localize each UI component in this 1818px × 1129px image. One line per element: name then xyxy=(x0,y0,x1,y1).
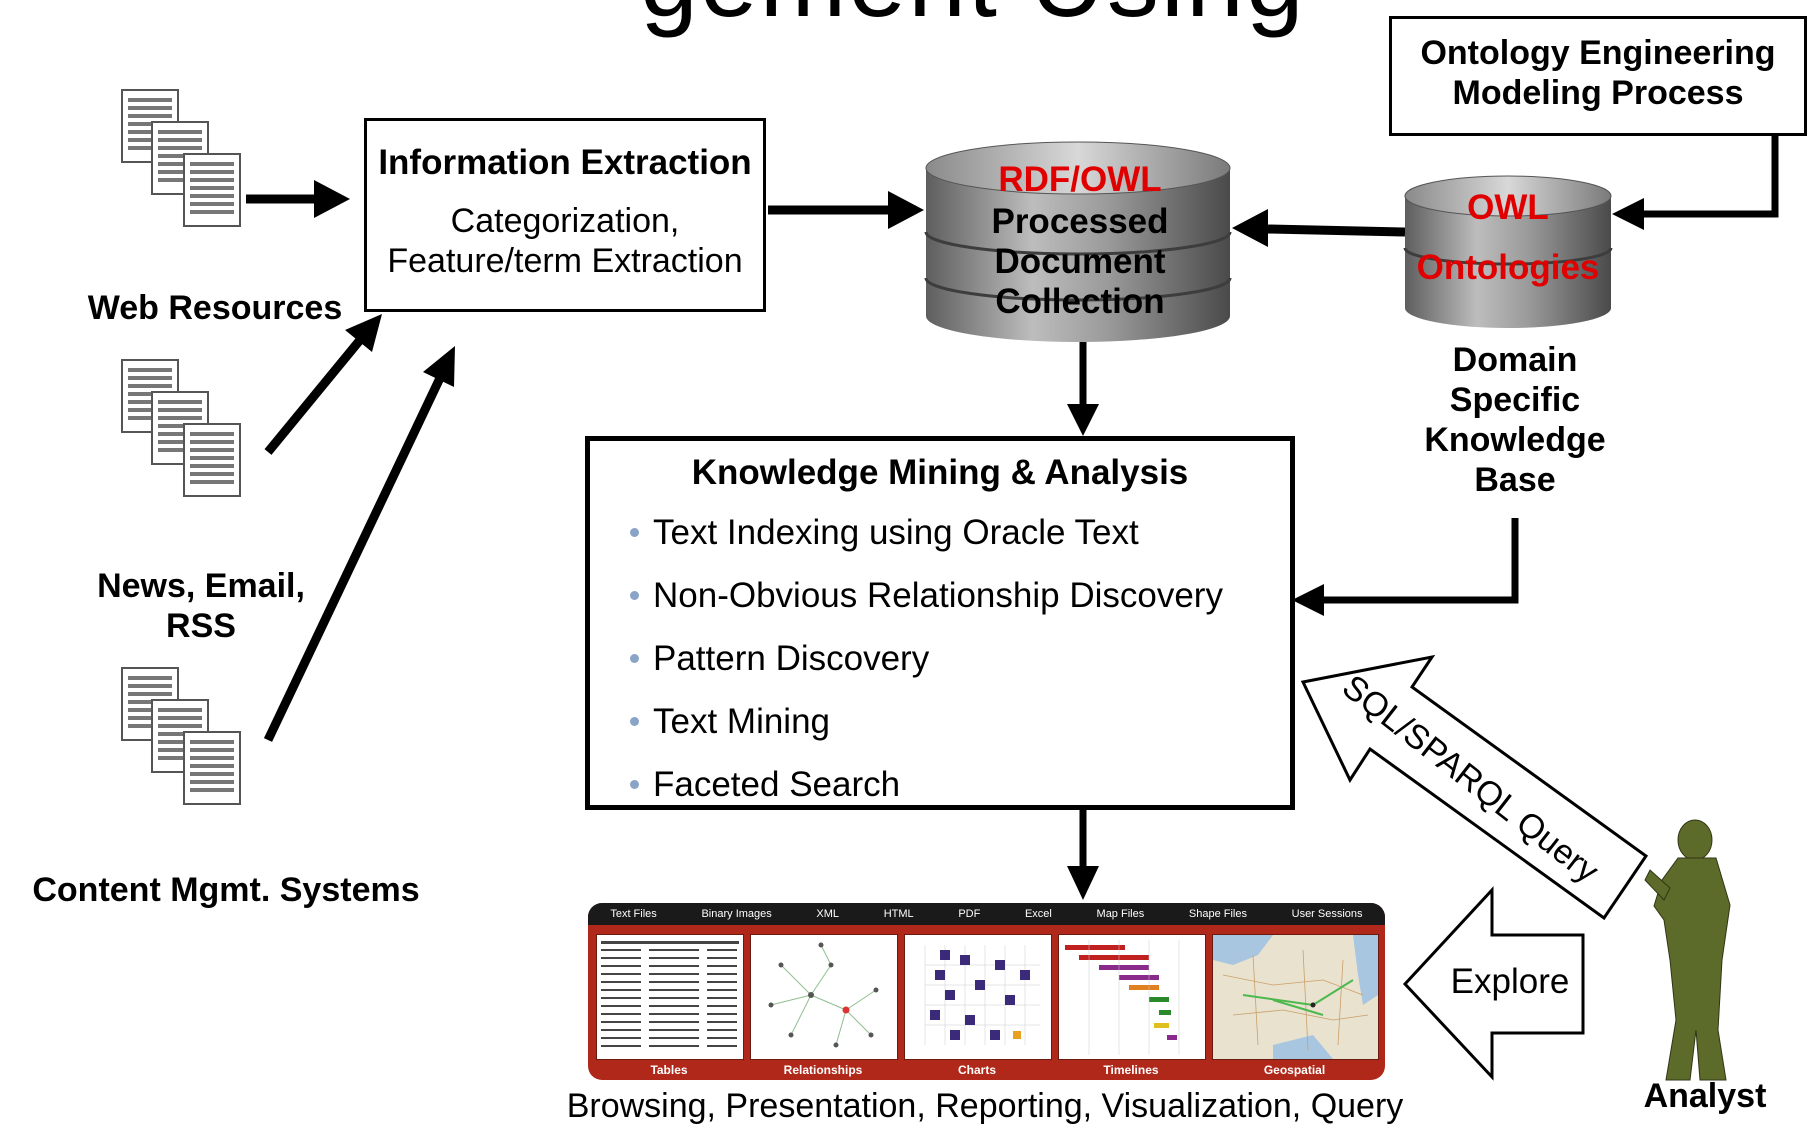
geospatial-thumbnail xyxy=(1212,934,1379,1060)
knowledge-base-line2: Specific xyxy=(1449,381,1581,419)
extraction-to-db-arrow xyxy=(768,191,924,229)
knowledge-mining-item-text: Text Indexing using Oracle Text xyxy=(653,512,1139,552)
news-docs-icon xyxy=(122,360,240,496)
file-type-tab: User Sessions xyxy=(1291,908,1363,920)
owl-db-cylinder xyxy=(1403,175,1613,328)
cms-docs-icon xyxy=(122,668,240,804)
db-to-mining-arrow xyxy=(1067,342,1099,436)
network-graph-graphic xyxy=(768,942,879,1048)
explore-arrow-shape xyxy=(1402,886,1585,1081)
timelines-thumbnail xyxy=(1058,934,1206,1060)
processed-db-cylinder xyxy=(924,141,1232,342)
relationships-thumbnail xyxy=(750,934,898,1060)
processed-db-line1: RDF/OWL xyxy=(998,160,1162,199)
file-type-tab: Map Files xyxy=(1096,908,1145,920)
file-type-tab: Binary Images xyxy=(701,908,772,920)
heatmap-graphic xyxy=(924,945,1040,1045)
information-extraction-line1: Categorization, xyxy=(450,202,680,240)
bullet-icon xyxy=(630,654,639,663)
owl-db-line1: OWL xyxy=(1467,188,1549,227)
file-type-bar: Text Files Binary Images XML HTML PDF Ex… xyxy=(588,903,1385,925)
knowledge-mining-item-text: Faceted Search xyxy=(653,764,901,804)
information-extraction-heading: Information Extraction xyxy=(378,143,752,182)
information-extraction-box: Information Extraction Categorization, F… xyxy=(364,118,766,312)
file-type-tab: XML xyxy=(816,908,840,920)
knowledge-mining-item: Non-Obvious Relationship Discovery xyxy=(626,564,1290,627)
sql-sparql-arrow-shape xyxy=(1300,654,1649,921)
mining-to-panel-arrow xyxy=(1067,810,1099,900)
tables-thumbnail xyxy=(596,934,744,1060)
knowledge-mining-item-text: Non-Obvious Relationship Discovery xyxy=(653,575,1223,615)
knowledge-base-line4: Base xyxy=(1474,461,1556,499)
analyst-figure-icon xyxy=(1644,819,1731,1081)
knowledge-base-line1: Domain xyxy=(1452,341,1578,379)
file-type-tab: Excel xyxy=(1024,908,1052,920)
visualization-panel: Text Files Binary Images XML HTML PDF Ex… xyxy=(588,903,1385,1080)
bullet-icon xyxy=(630,717,639,726)
owl-db-line2: Ontologies xyxy=(1416,248,1600,287)
analyst-label: Analyst xyxy=(1643,1077,1767,1115)
processed-db-line3: Document xyxy=(994,242,1166,281)
charts-thumbnail xyxy=(904,934,1052,1060)
processed-db-line2: Processed xyxy=(991,202,1169,241)
owl-to-db-arrow xyxy=(1232,209,1406,247)
knowledge-mining-item-text: Pattern Discovery xyxy=(653,638,930,678)
knowledge-mining-item: Text Mining xyxy=(626,690,1290,753)
knowledge-mining-heading: Knowledge Mining & Analysis xyxy=(691,453,1189,492)
bullet-icon xyxy=(630,780,639,789)
cms-label: Content Mgmt. Systems xyxy=(32,871,420,909)
knowledge-base-line3: Knowledge xyxy=(1424,421,1606,459)
knowledge-mining-item-text: Text Mining xyxy=(653,701,831,741)
page-title: gement Using xyxy=(640,0,1306,41)
bottom-caption: Browsing, Presentation, Reporting, Visua… xyxy=(566,1087,1404,1125)
engineering-to-owl-arrow xyxy=(1612,136,1779,230)
ontology-engineering-box: Ontology Engineering Modeling Process xyxy=(1389,16,1807,136)
knowledge-mining-box: Knowledge Mining & Analysis Text Indexin… xyxy=(585,436,1295,810)
web-resources-label: Web Resources xyxy=(87,289,343,327)
ontology-engineering-line2: Modeling Process xyxy=(1452,74,1744,112)
web-resources-docs-icon xyxy=(122,90,240,226)
relationships-label: Relationships xyxy=(783,1063,863,1077)
knowledge-mining-item: Pattern Discovery xyxy=(626,627,1290,690)
file-type-tab: Text Files xyxy=(610,908,657,920)
file-type-tab: Shape Files xyxy=(1188,908,1247,920)
table-thumbnail-graphic xyxy=(601,941,739,1047)
timelines-label: Timelines xyxy=(1103,1063,1159,1077)
bullet-icon xyxy=(630,528,639,537)
ontology-engineering-line1: Ontology Engineering xyxy=(1420,34,1776,72)
explore-label: Explore xyxy=(1450,962,1570,1001)
knowledge-mining-item: Text Indexing using Oracle Text xyxy=(626,501,1290,564)
file-type-tab: PDF xyxy=(958,908,981,920)
processed-db-line4: Collection xyxy=(995,282,1165,321)
bullet-icon xyxy=(630,591,639,600)
geospatial-label: Geospatial xyxy=(1263,1063,1326,1077)
source-arrows xyxy=(246,180,455,742)
knowledge-mining-item: Faceted Search xyxy=(626,753,1290,816)
tables-label: Tables xyxy=(650,1063,688,1077)
news-email-rss-label: News, Email, RSS xyxy=(97,567,305,645)
information-extraction-line2: Feature/term Extraction xyxy=(387,242,743,280)
knowledge-mining-list: Text Indexing using Oracle Text Non-Obvi… xyxy=(590,501,1290,816)
kb-to-mining-arrow xyxy=(1292,518,1519,616)
charts-label: Charts xyxy=(957,1063,996,1077)
file-type-tab: HTML xyxy=(883,908,914,920)
map-graphic xyxy=(1213,935,1378,1059)
timeline-graphic xyxy=(1065,940,1180,1055)
